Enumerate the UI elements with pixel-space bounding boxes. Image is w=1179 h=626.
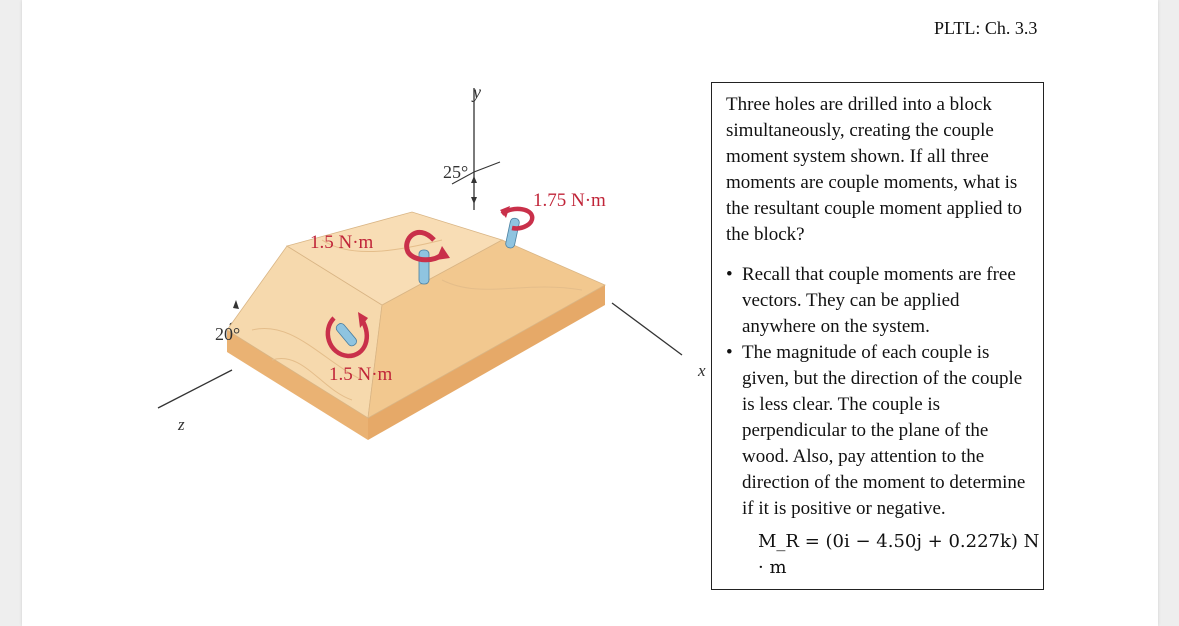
x-axis-line (611, 302, 683, 356)
moment-arrow-top (404, 230, 444, 263)
moment-arrowhead-right (500, 206, 510, 218)
moment-label-front: 1.5 N·m (329, 364, 393, 385)
wood-grain (251, 239, 583, 401)
y-axis-label: y (471, 82, 481, 102)
moment-arrow-right (500, 206, 535, 231)
drill-bit-right (505, 217, 520, 249)
block-top-face (286, 211, 504, 306)
block-front-face (227, 330, 368, 440)
z-axis-line (157, 369, 233, 409)
moment-label-top-left: 1.5 N·m (310, 232, 374, 253)
answer-equation: M_R = (0i − 4.50j + 0.227k) N · m (758, 531, 1040, 578)
left-angle-arrow (233, 300, 239, 309)
top-angle-arrowhead-up (471, 176, 477, 183)
course-label: PLTL: Ch. 3.3 (934, 18, 1038, 38)
hint-item: Recall that couple moments are free vect… (726, 262, 1031, 340)
moment-arrowhead-top (436, 246, 450, 260)
problem-intro: Three holes are drilled into a block sim… (726, 94, 1023, 245)
top-angle-ref-line (451, 161, 501, 185)
block-right-face (368, 285, 605, 440)
hint-list: Recall that couple moments are free vect… (726, 262, 1031, 522)
x-axis-label: x (697, 361, 706, 380)
left-angle-label: 20° (215, 324, 240, 344)
top-angle-arrowhead-down (471, 197, 477, 204)
block-figure: y x z 25° 20° 1.75 N·m 1.5 N·m 1.5 N·m (157, 82, 706, 440)
moment-arrow-front (325, 316, 369, 359)
hint-item: The magnitude of each couple is given, b… (726, 340, 1031, 522)
page: PLTL: Ch. 3.3 (22, 0, 1158, 626)
problem-box: Three holes are drilled into a block sim… (711, 82, 1044, 590)
moment-label-right: 1.75 N·m (533, 190, 606, 211)
z-axis-label: z (177, 415, 185, 434)
top-angle-label: 25° (443, 162, 468, 182)
drill-bit-top (418, 249, 430, 285)
moment-arrowhead-front (358, 312, 368, 328)
drill-bit-front (335, 323, 357, 347)
